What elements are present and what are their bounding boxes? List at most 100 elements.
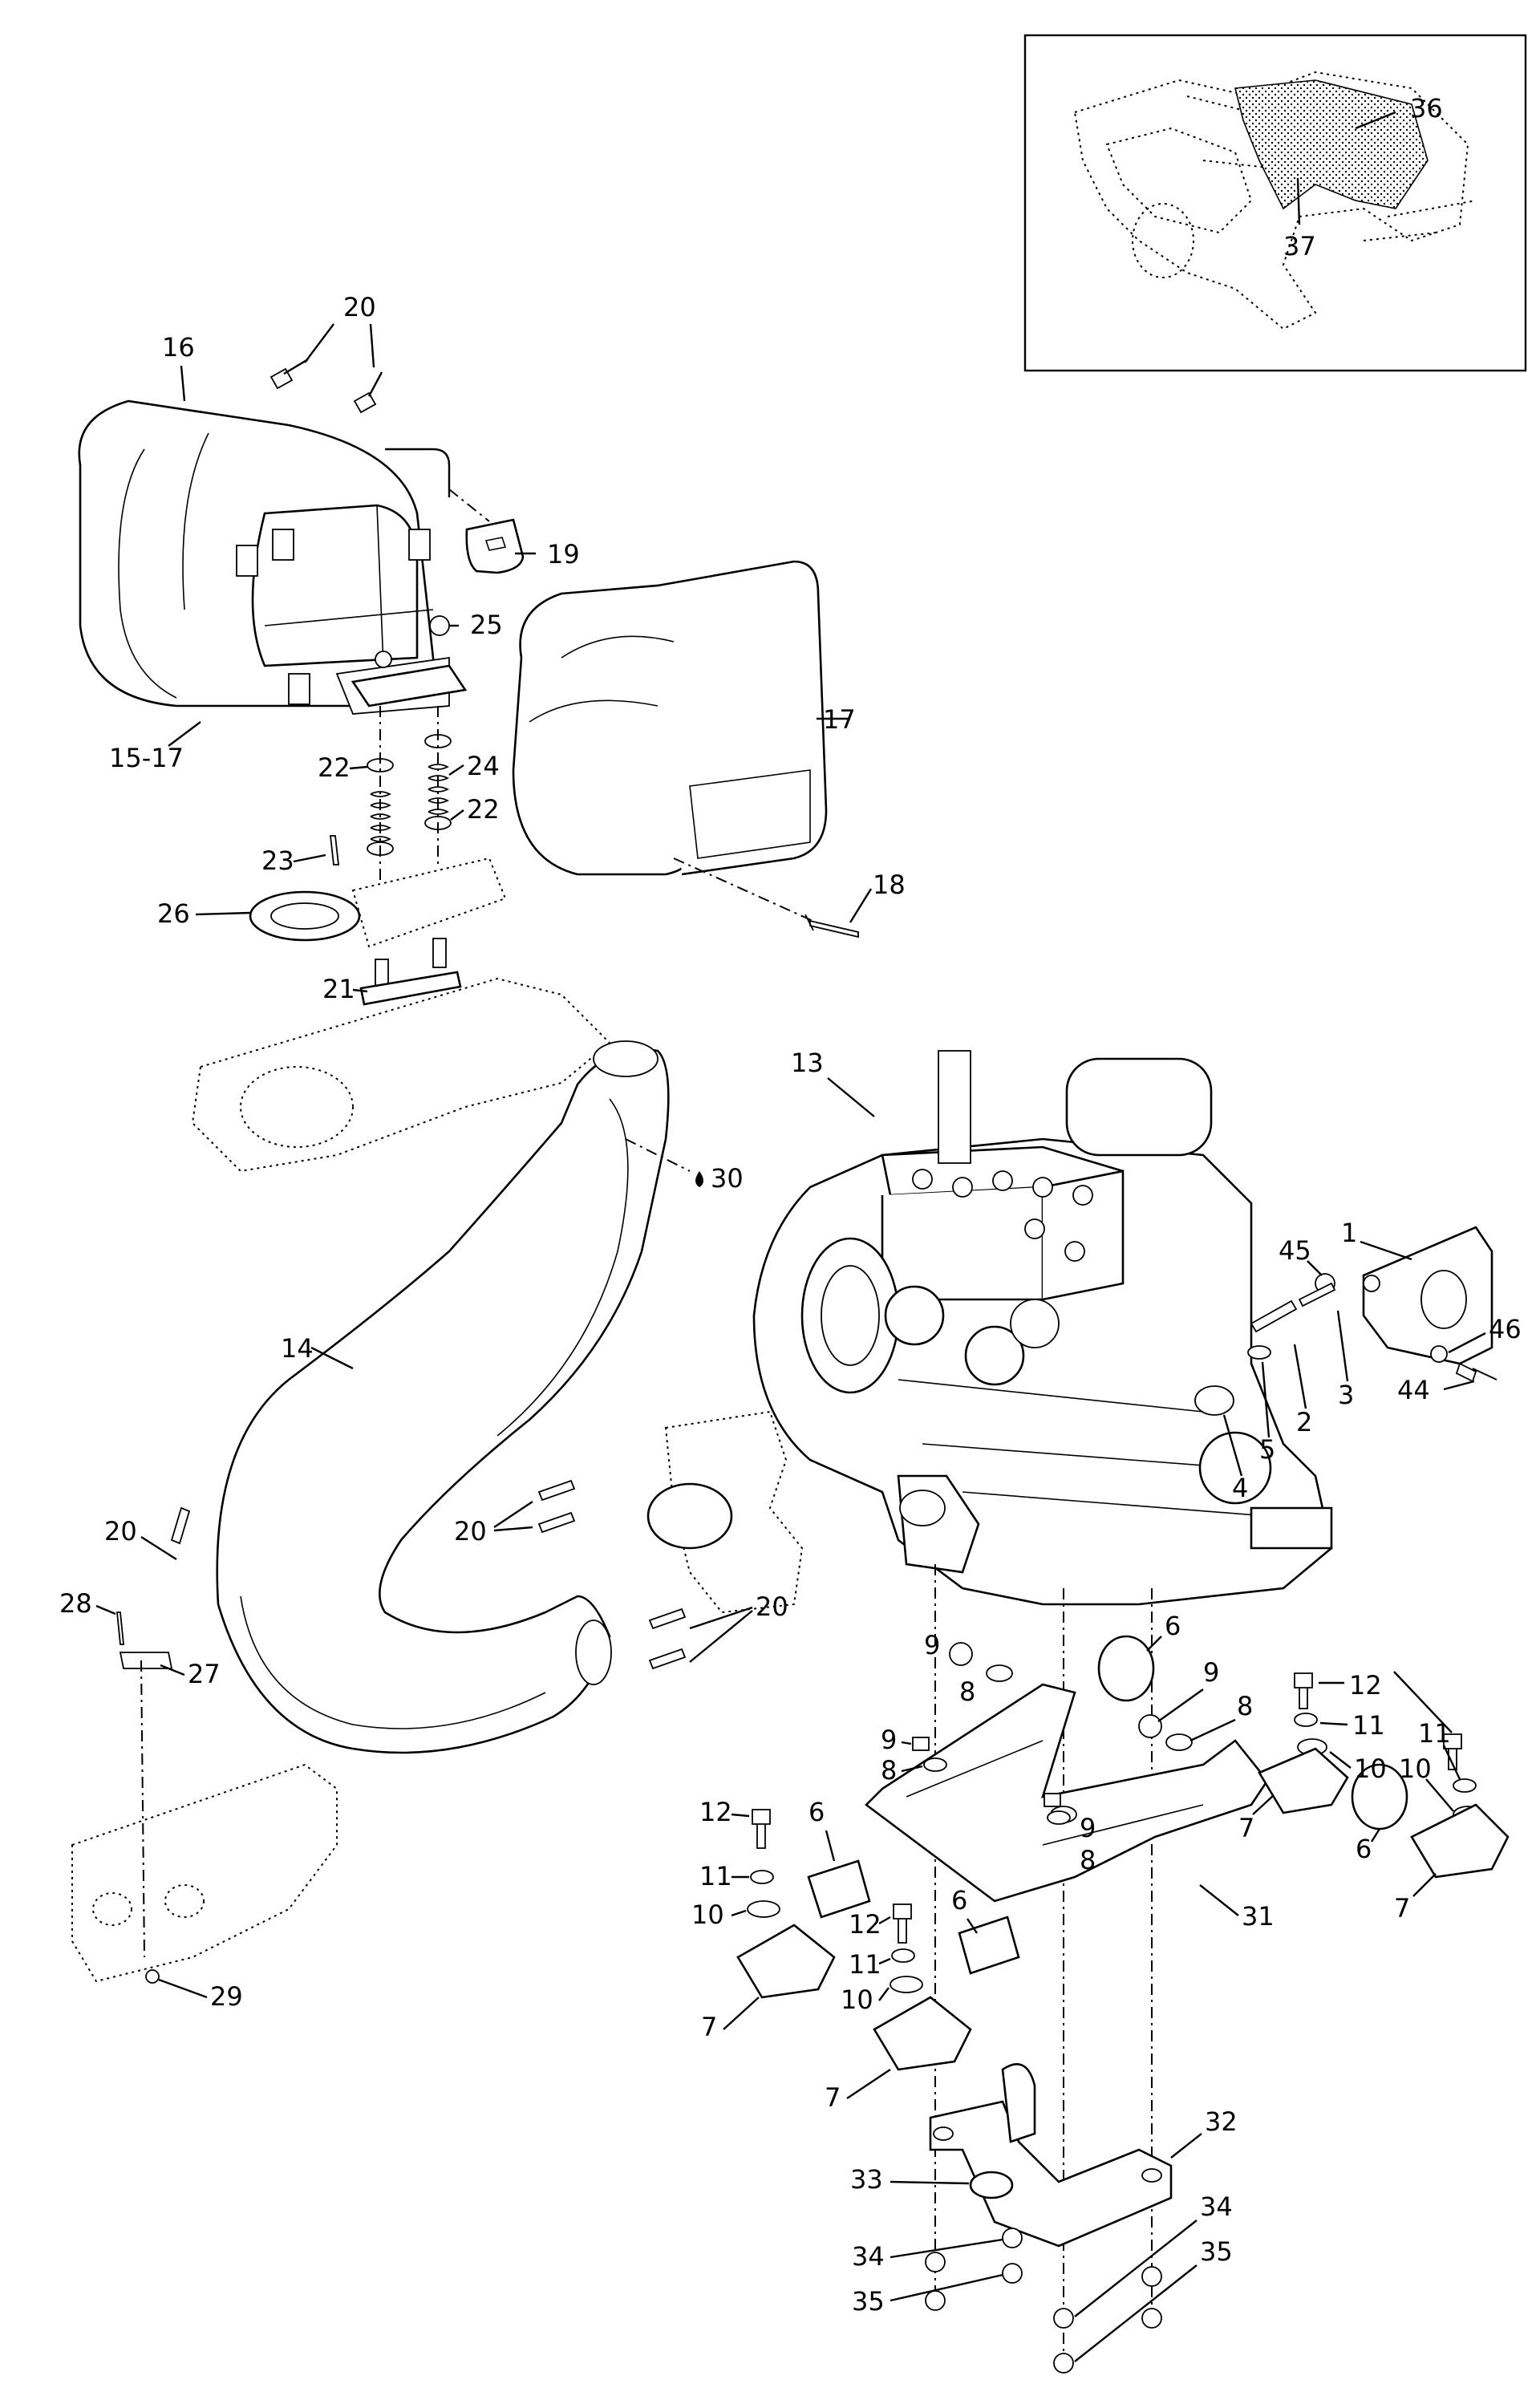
callout-24: 24 <box>467 751 500 781</box>
callout-36: 36 <box>1410 93 1443 124</box>
left-mount-hardware <box>736 1809 1020 2071</box>
callout-7-left: 7 <box>701 2012 717 2042</box>
callout-10-right-a: 10 <box>1354 1753 1387 1784</box>
callout-16: 16 <box>162 332 195 363</box>
callout-22-right: 22 <box>467 794 500 825</box>
engine-plate-1 <box>1362 1226 1493 1365</box>
callout-20-top: 20 <box>343 292 376 322</box>
callout-11-left: 11 <box>699 1861 732 1891</box>
engine-13 <box>752 1050 1333 1606</box>
belly-pan-panel <box>191 977 611 1173</box>
callout-28: 28 <box>59 1588 92 1619</box>
callout-7-right-b: 7 <box>1394 1893 1410 1924</box>
callout-29: 29 <box>210 1981 243 2012</box>
callout-8-b: 8 <box>1237 1691 1253 1721</box>
mount-spring-stack <box>367 734 452 856</box>
frame-panel-29 <box>71 1763 338 1983</box>
callout-20-right: 20 <box>756 1591 788 1622</box>
muffler-mount-plate <box>351 857 507 948</box>
inset-frame <box>1023 34 1527 372</box>
spring-20-left <box>170 1506 191 1545</box>
grommet-26 <box>249 890 361 942</box>
callout-2: 2 <box>1296 1407 1312 1437</box>
callout-9-b: 9 <box>1203 1657 1219 1688</box>
right-mount-hardware <box>1258 1672 1510 1879</box>
callout-46: 46 <box>1489 1314 1522 1344</box>
muffler-15-17 <box>78 399 451 715</box>
callout-21: 21 <box>322 974 355 1004</box>
sealant-drop-icon <box>695 1171 703 1187</box>
pin-28 <box>116 1611 124 1645</box>
engine-bracket-32 <box>929 2063 1173 2248</box>
springs-20-mid <box>537 1479 687 1670</box>
callout-34-right: 34 <box>1200 2191 1233 2222</box>
inset-stipple-panel <box>1234 79 1429 210</box>
plug-4 <box>1194 1385 1234 1416</box>
bolt-2 <box>1250 1299 1298 1333</box>
callout-25: 25 <box>470 610 503 640</box>
washer-5 <box>1247 1345 1271 1360</box>
callout-26: 26 <box>157 898 190 929</box>
muffler-bracket <box>351 664 468 707</box>
callout-11-right-b: 11 <box>1418 1718 1451 1749</box>
nuts-34-35 <box>925 2228 1162 2374</box>
bumper-33 <box>969 2171 1014 2199</box>
callout-8-c: 8 <box>881 1755 897 1786</box>
callout-12-left: 12 <box>699 1797 732 1827</box>
callout-34-left: 34 <box>852 2241 885 2272</box>
callout-7-right-a: 7 <box>1238 1813 1254 1843</box>
top-mount-hardware <box>912 1635 1408 1830</box>
callout-9-a: 9 <box>924 1630 940 1660</box>
callout-23: 23 <box>261 845 294 876</box>
callout-6-a: 6 <box>1165 1611 1181 1641</box>
callout-3: 3 <box>1338 1380 1354 1410</box>
callout-9-d: 9 <box>1080 1813 1096 1843</box>
callout-18: 18 <box>873 870 906 900</box>
callout-12-right: 12 <box>1349 1670 1382 1701</box>
callout-11-right-a: 11 <box>1352 1710 1385 1741</box>
callout-27: 27 <box>188 1659 221 1689</box>
callout-33: 33 <box>850 2164 883 2195</box>
callout-13: 13 <box>791 1048 824 1078</box>
bolts-21 <box>359 938 462 1006</box>
callout-20-mid: 20 <box>454 1516 487 1547</box>
callout-6-right: 6 <box>1356 1834 1372 1864</box>
callout-8-d: 8 <box>1080 1845 1096 1875</box>
bolt-44 <box>1455 1362 1497 1383</box>
clip-23 <box>329 835 340 866</box>
muffler-heatshield-17 <box>512 560 828 876</box>
callout-8-a: 8 <box>959 1676 975 1707</box>
callout-9-c: 9 <box>881 1725 897 1755</box>
callout-45: 45 <box>1279 1235 1311 1266</box>
callout-1: 1 <box>1341 1218 1357 1248</box>
callout-44: 44 <box>1397 1375 1430 1405</box>
callout-12-mid: 12 <box>849 1909 881 1940</box>
callout-4: 4 <box>1232 1473 1248 1503</box>
callout-35-left: 35 <box>852 2286 885 2317</box>
engine-mount-plate-31 <box>865 1683 1269 1903</box>
callout-19: 19 <box>547 539 580 570</box>
callout-32: 32 <box>1205 2106 1238 2137</box>
callout-35-right: 35 <box>1200 2236 1233 2267</box>
callout-11-mid: 11 <box>849 1949 881 1980</box>
pin-18 <box>804 914 859 939</box>
callout-6-left: 6 <box>808 1797 825 1827</box>
callout-15-17: 15-17 <box>109 743 184 773</box>
washer-46 <box>1430 1345 1448 1363</box>
stud-3 <box>1298 1282 1336 1307</box>
callout-20-left: 20 <box>104 1516 137 1547</box>
rubber-mount-19 <box>465 518 525 574</box>
callout-10-right-b: 10 <box>1399 1753 1432 1784</box>
callout-31: 31 <box>1242 1901 1275 1932</box>
callout-10-mid: 10 <box>841 1984 873 2015</box>
callout-22-left: 22 <box>318 752 351 783</box>
callout-14: 14 <box>281 1333 314 1364</box>
nut-25 <box>429 615 450 636</box>
callout-7-mid: 7 <box>825 2082 841 2113</box>
tuned-pipe-14 <box>216 1040 670 1754</box>
spring-pair-top <box>270 358 383 414</box>
callout-5: 5 <box>1259 1434 1275 1465</box>
callout-30: 30 <box>711 1163 744 1194</box>
callout-6-mid: 6 <box>951 1885 967 1916</box>
